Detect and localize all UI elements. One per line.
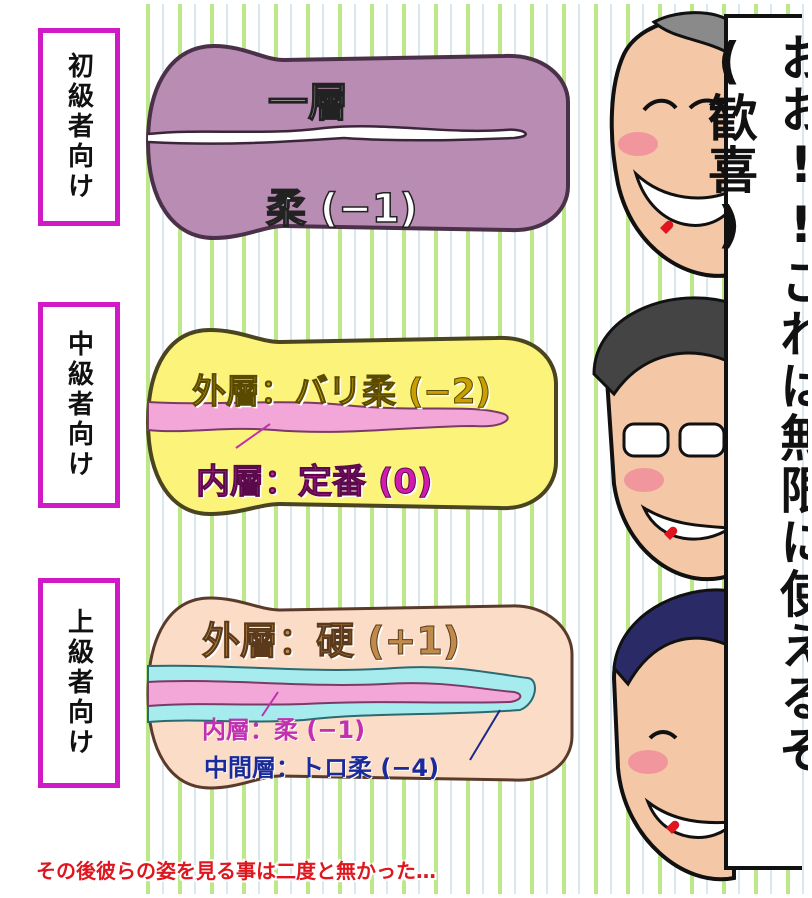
comic-panel: 初級者向け 中級者向け 上級者向け 一層 柔 (−1) 外層：バリ柔 (−2) … bbox=[4, 4, 808, 894]
label-advanced: 上級者向け bbox=[63, 608, 94, 758]
sleeve-intermediate-shape bbox=[145, 327, 558, 517]
beginner-layer: 柔 (−1) bbox=[265, 185, 418, 233]
label-intermediate: 中級者向け bbox=[63, 330, 94, 480]
advanced-middle: 中間層：トロ柔 (−4) bbox=[204, 754, 440, 782]
sleeve-beginner-shape bbox=[145, 43, 570, 241]
intermediate-outer: 外層：バリ柔 (−2) bbox=[191, 372, 492, 413]
beginner-title: 一層 bbox=[267, 79, 349, 127]
product-beginner: 一層 柔 (−1) bbox=[144, 42, 576, 242]
label-beginner-box: 初級者向け bbox=[38, 28, 120, 226]
label-column: 初級者向け 中級者向け 上級者向け bbox=[4, 4, 132, 894]
intermediate-inner: 内層：定番 (0) bbox=[196, 462, 434, 503]
product-intermediate: 外層：バリ柔 (−2) 内層：定番 (0) bbox=[144, 326, 562, 518]
label-intermediate-box: 中級者向け bbox=[38, 302, 120, 508]
exclamation-text: おお!!これは無限に使えるぞ(歓喜) bbox=[700, 32, 808, 776]
product-advanced: 外層：硬 (+1) 内層：柔 (−1) 中間層：トロ柔 (−4) bbox=[144, 594, 578, 792]
face-glasses-man bbox=[592, 296, 736, 582]
label-advanced-box: 上級者向け bbox=[38, 578, 120, 788]
caption-text: その後彼らの姿を見る事は二度と無かった… bbox=[36, 859, 436, 883]
character-faces bbox=[592, 11, 738, 882]
sleeve-advanced-shape bbox=[146, 596, 574, 790]
advanced-outer: 外層：硬 (+1) bbox=[201, 619, 461, 664]
advanced-inner: 内層：柔 (−1) bbox=[202, 716, 366, 744]
speech-balloon: おお!!これは無限に使えるぞ(歓喜) bbox=[700, 14, 808, 870]
label-beginner: 初級者向け bbox=[63, 52, 94, 202]
face-dark-hair-man bbox=[611, 588, 738, 882]
